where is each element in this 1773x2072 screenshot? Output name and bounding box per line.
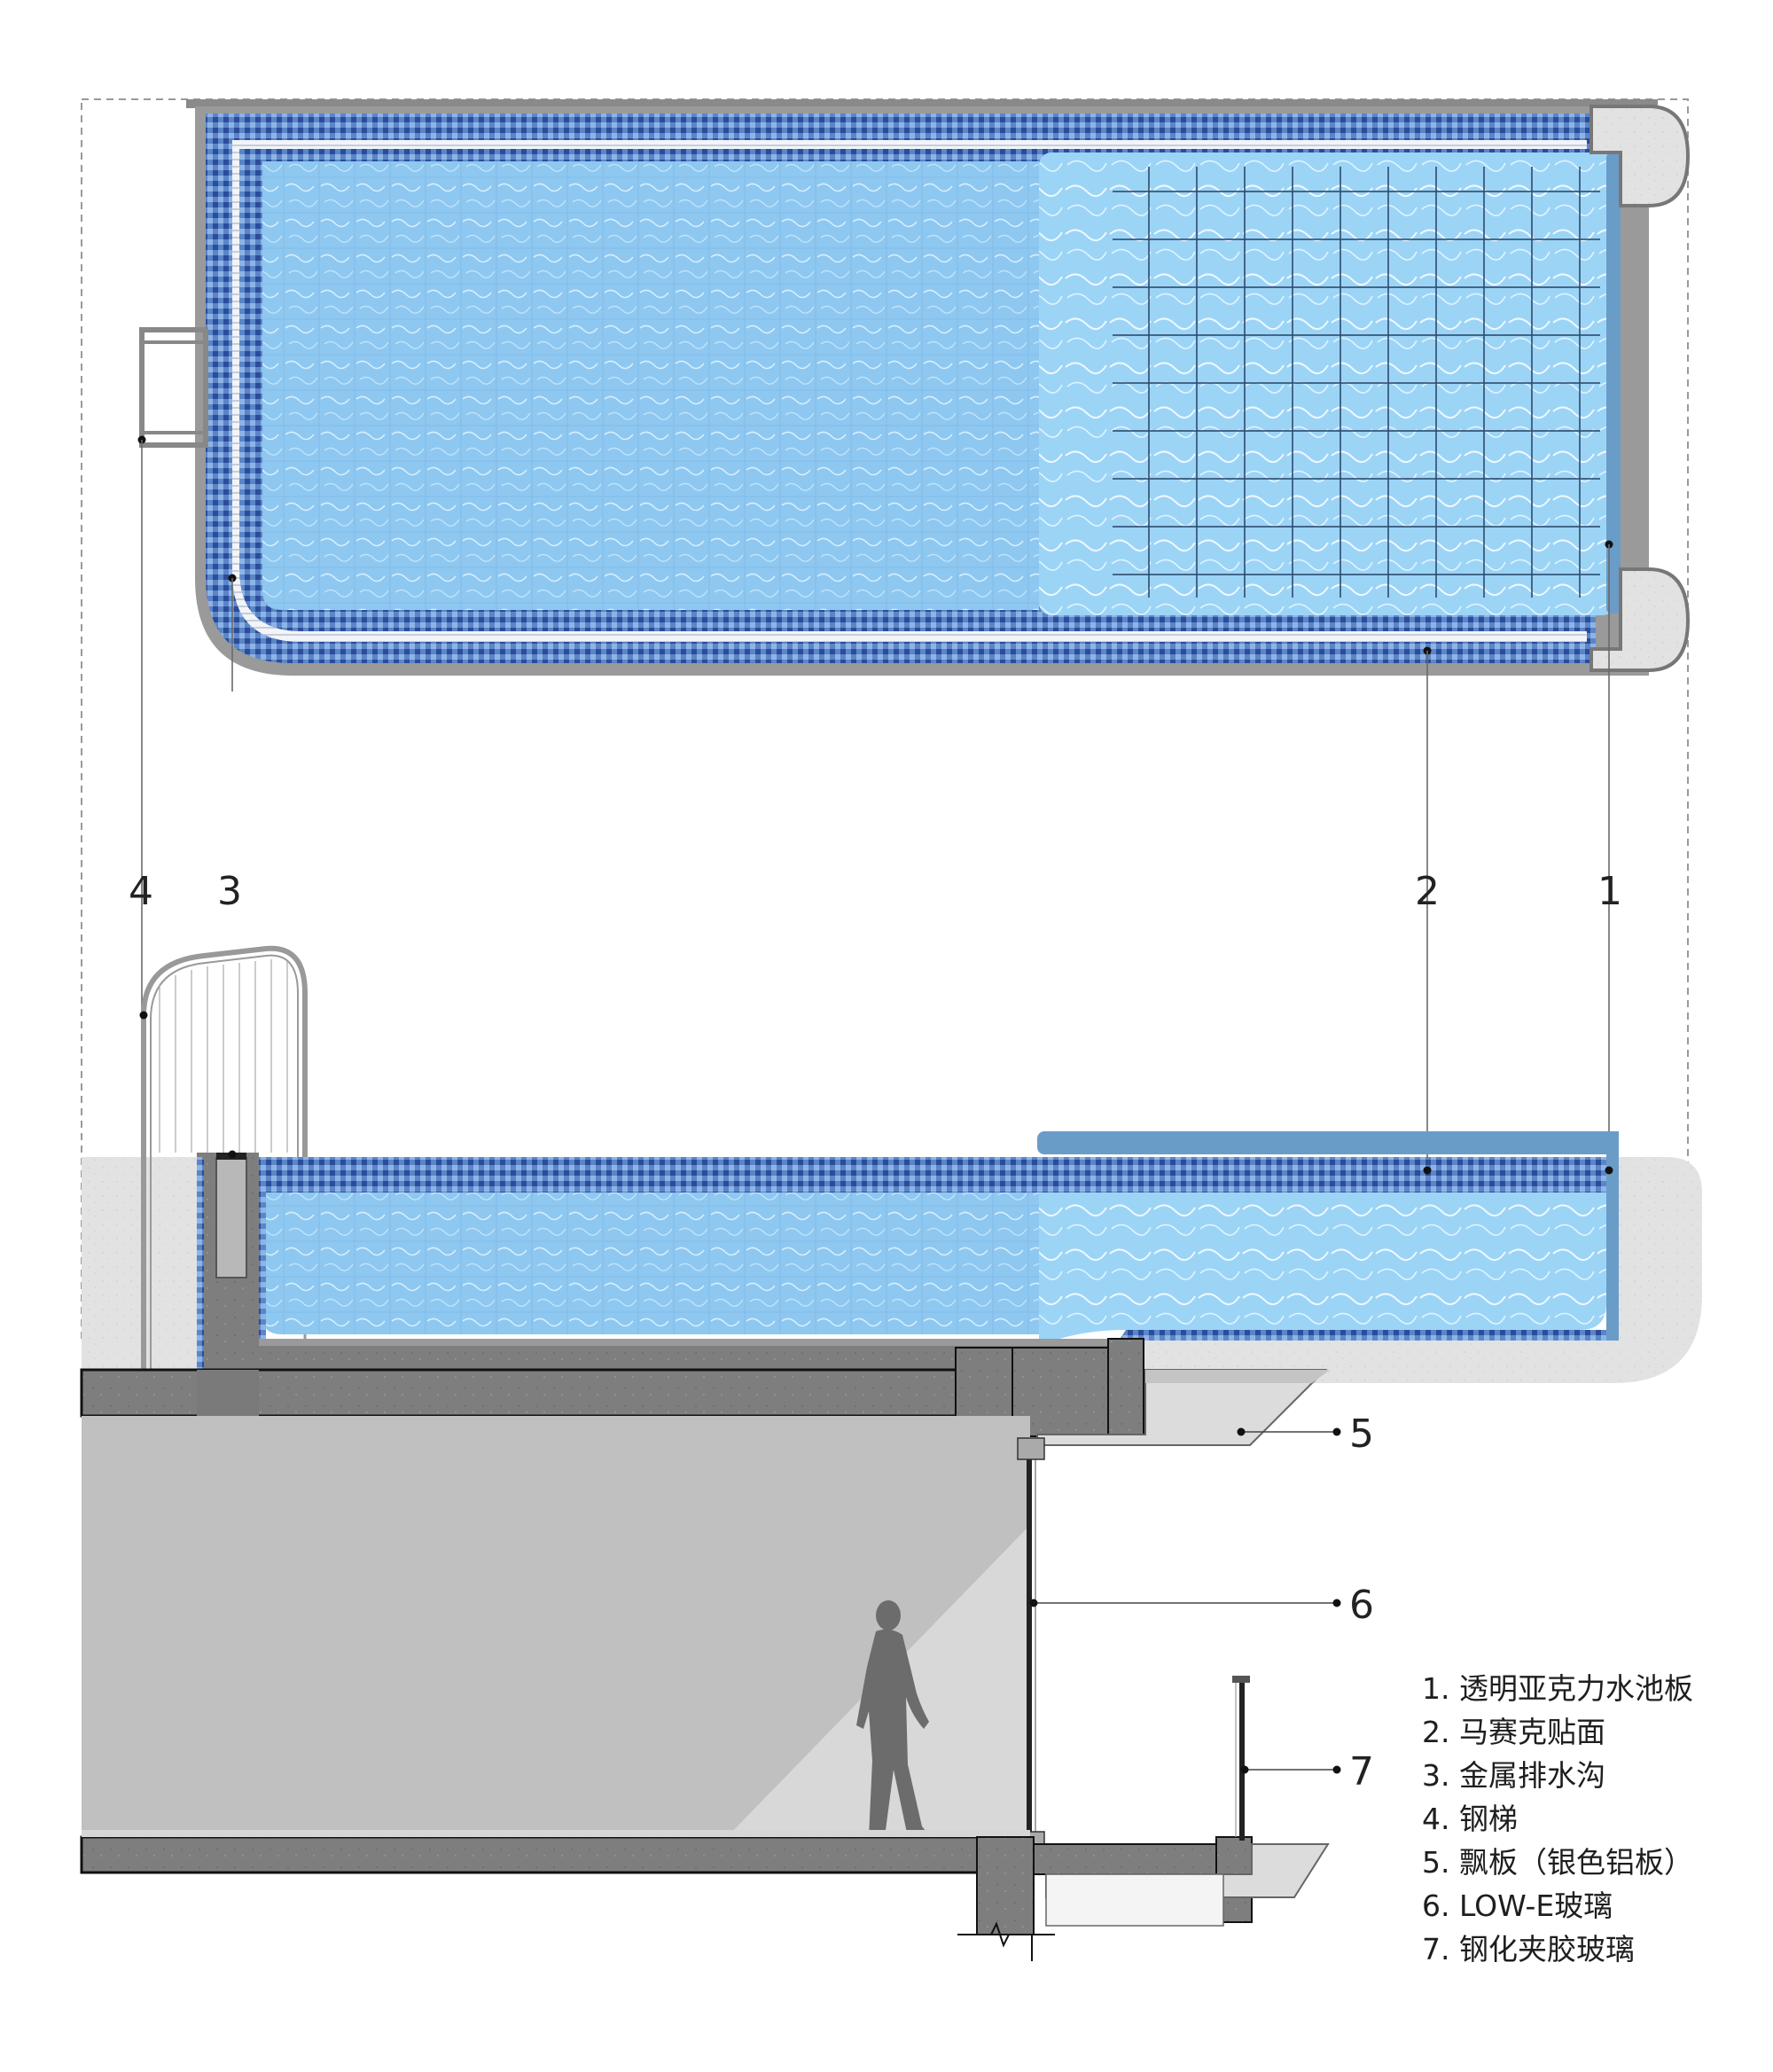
callout-3: 3	[217, 869, 242, 914]
pool-water-acrylic-section	[1039, 1192, 1606, 1339]
leader-dot-4-section	[139, 1011, 148, 1020]
terrace-lobe-top	[1589, 105, 1691, 207]
legend-item-canopy: 5. 飘板（银色铝板）	[1422, 1845, 1693, 1880]
right-leaders	[1034, 1431, 1337, 1771]
callout-2: 2	[1415, 869, 1440, 914]
leader-dot-7-end	[1332, 1765, 1341, 1774]
laminated-glass	[1239, 1681, 1245, 1841]
lower-beam	[976, 1836, 1035, 1935]
legend-item-mosaic: 2. 马赛克贴面	[1422, 1715, 1605, 1749]
break-symbol	[957, 1921, 1055, 1948]
lower-soffit	[1045, 1873, 1224, 1927]
leader-dot-2-section	[1423, 1166, 1432, 1175]
leader-dot-1-section	[1605, 1166, 1613, 1175]
pool-water-section	[262, 1192, 1039, 1334]
callout-6: 6	[1349, 1583, 1374, 1628]
legend: 1. 透明亚克力水池板 2. 马赛克贴面 3. 金属排水沟 4. 钢梯 5. 飘…	[1422, 1667, 1759, 1971]
legend-item-acrylic-panel: 1. 透明亚克力水池板	[1422, 1671, 1693, 1706]
lower-floor-finish	[82, 1830, 1030, 1837]
person-silhouette	[856, 1600, 931, 1837]
pool-base-finish	[259, 1339, 1119, 1346]
legend-item-lowe-glass: 6. LOW-E玻璃	[1422, 1888, 1613, 1923]
callout-4: 4	[129, 869, 153, 914]
leader-dot-3-section	[228, 1150, 237, 1159]
terrace-lobe-bottom	[1589, 567, 1691, 672]
lower-slab	[80, 1835, 1007, 1874]
gutter-channel	[215, 1157, 247, 1278]
steel-ladder-plan	[139, 327, 208, 448]
callout-7: 7	[1349, 1749, 1374, 1794]
tile-grid	[1113, 167, 1600, 598]
terrace-right	[1126, 1157, 1702, 1383]
section-view	[80, 945, 1702, 1961]
beam-left	[197, 1370, 259, 1416]
lowe-glass	[1027, 1454, 1032, 1837]
legend-item-laminated-glass: 7. 钢化夹胶玻璃	[1422, 1932, 1635, 1966]
glass-top-frame	[1017, 1437, 1045, 1460]
plan-view	[81, 98, 1691, 1341]
terrace-left	[82, 1157, 197, 1370]
beam-edge	[1107, 1338, 1144, 1437]
callout-1: 1	[1597, 869, 1622, 914]
canopy-upper-cap	[1145, 1370, 1330, 1383]
mosaic-wall-section	[259, 1157, 1615, 1192]
mosaic-left-wall	[259, 1157, 266, 1343]
acrylic-bottom-mosaic	[1119, 1330, 1606, 1341]
acrylic-top	[1037, 1131, 1613, 1154]
acrylic-panel-plan	[1606, 152, 1621, 614]
leader-dot-6-start	[1029, 1599, 1038, 1607]
callout-5: 5	[1349, 1411, 1374, 1457]
legend-item-drain: 3. 金属排水沟	[1422, 1758, 1605, 1793]
acrylic-side	[1606, 1131, 1619, 1341]
legend-item-ladder: 4. 钢梯	[1422, 1802, 1518, 1836]
leader-dot-5-end	[1332, 1427, 1341, 1436]
lower-slab-right	[1033, 1843, 1237, 1875]
coping-top	[186, 99, 1658, 108]
leader-dot-7-start	[1240, 1765, 1249, 1774]
leader-dot-6-end	[1332, 1599, 1341, 1607]
pool-water-plan	[262, 161, 1039, 610]
leader-dot-5-start	[1237, 1427, 1246, 1436]
mosaic-left-wall-outer	[197, 1157, 204, 1370]
laminated-glass-cap	[1232, 1676, 1250, 1683]
